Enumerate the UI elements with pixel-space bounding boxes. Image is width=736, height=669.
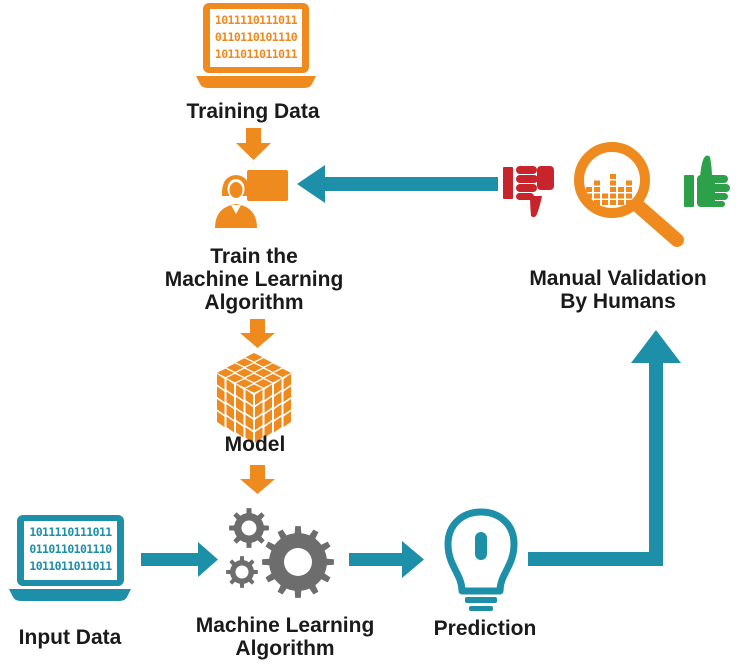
cube-cell [236, 409, 244, 426]
manual-validation-label: Manual Validation By Humans [529, 267, 707, 313]
cube-cell [255, 358, 272, 367]
ml-algorithm-label: Machine Learning Algorithm [195, 614, 375, 660]
cube-cell [255, 368, 272, 378]
cube-cell [274, 379, 282, 395]
input-data-binary: 1011110111011 0110110101110 101101101101… [29, 525, 112, 573]
cube-cell [245, 414, 253, 431]
cube-cell [236, 368, 253, 378]
cube-cell [283, 386, 291, 403]
cube-cell [274, 391, 282, 408]
cube-cell [255, 414, 263, 431]
cube-cell [217, 386, 225, 403]
cube-cell [245, 353, 263, 362]
cube-cell [217, 398, 225, 415]
cube-cell [245, 373, 263, 383]
cube-cell [283, 411, 291, 428]
cube-cell [264, 396, 272, 413]
cube-cell [236, 384, 244, 401]
cube-cell [226, 363, 244, 372]
training-data-binary: 1011110111011 0110110101110 101101101101… [214, 13, 298, 61]
cube-cell [217, 373, 225, 390]
cube-cell [217, 368, 234, 378]
gear-icon [226, 556, 258, 588]
cube-cell [236, 421, 244, 438]
cube-cell [217, 411, 225, 428]
cube-cell [226, 373, 244, 383]
cube-cell [255, 427, 263, 443]
cube-cell [245, 402, 253, 418]
cube-cell [274, 368, 291, 378]
cube-cell [236, 358, 253, 367]
cube-cell [264, 373, 282, 383]
cube-cell [274, 416, 282, 433]
cube-cell [255, 389, 263, 406]
cube-cell [245, 384, 263, 393]
model-label: Model [224, 433, 286, 456]
cube-cell [283, 398, 291, 415]
cube-cell [264, 421, 272, 438]
cube-cell [226, 391, 234, 408]
training-data-label: Training Data [186, 100, 320, 123]
cube-cell [255, 379, 272, 388]
cube-cell [226, 379, 234, 395]
gear-icon [262, 526, 334, 598]
cube-cell [236, 379, 253, 388]
cube-cell [226, 416, 234, 433]
train-algorithm-label: Train the Machine Learning Algorithm [164, 245, 344, 314]
cube-cell [283, 373, 291, 390]
cube-cell [255, 402, 263, 418]
prediction-label: Prediction [433, 617, 537, 640]
cube-cell [226, 404, 234, 420]
input-data-label: Input Data [18, 626, 122, 649]
cube-cell [264, 384, 272, 401]
cube-cell [245, 389, 253, 406]
gear-icon [229, 508, 269, 548]
cube-cell [264, 363, 282, 372]
cube-cell [264, 409, 272, 426]
cube-cell [245, 363, 263, 372]
cube-cell [245, 427, 253, 443]
cube-cell [236, 396, 244, 413]
cube-cell [274, 404, 282, 420]
